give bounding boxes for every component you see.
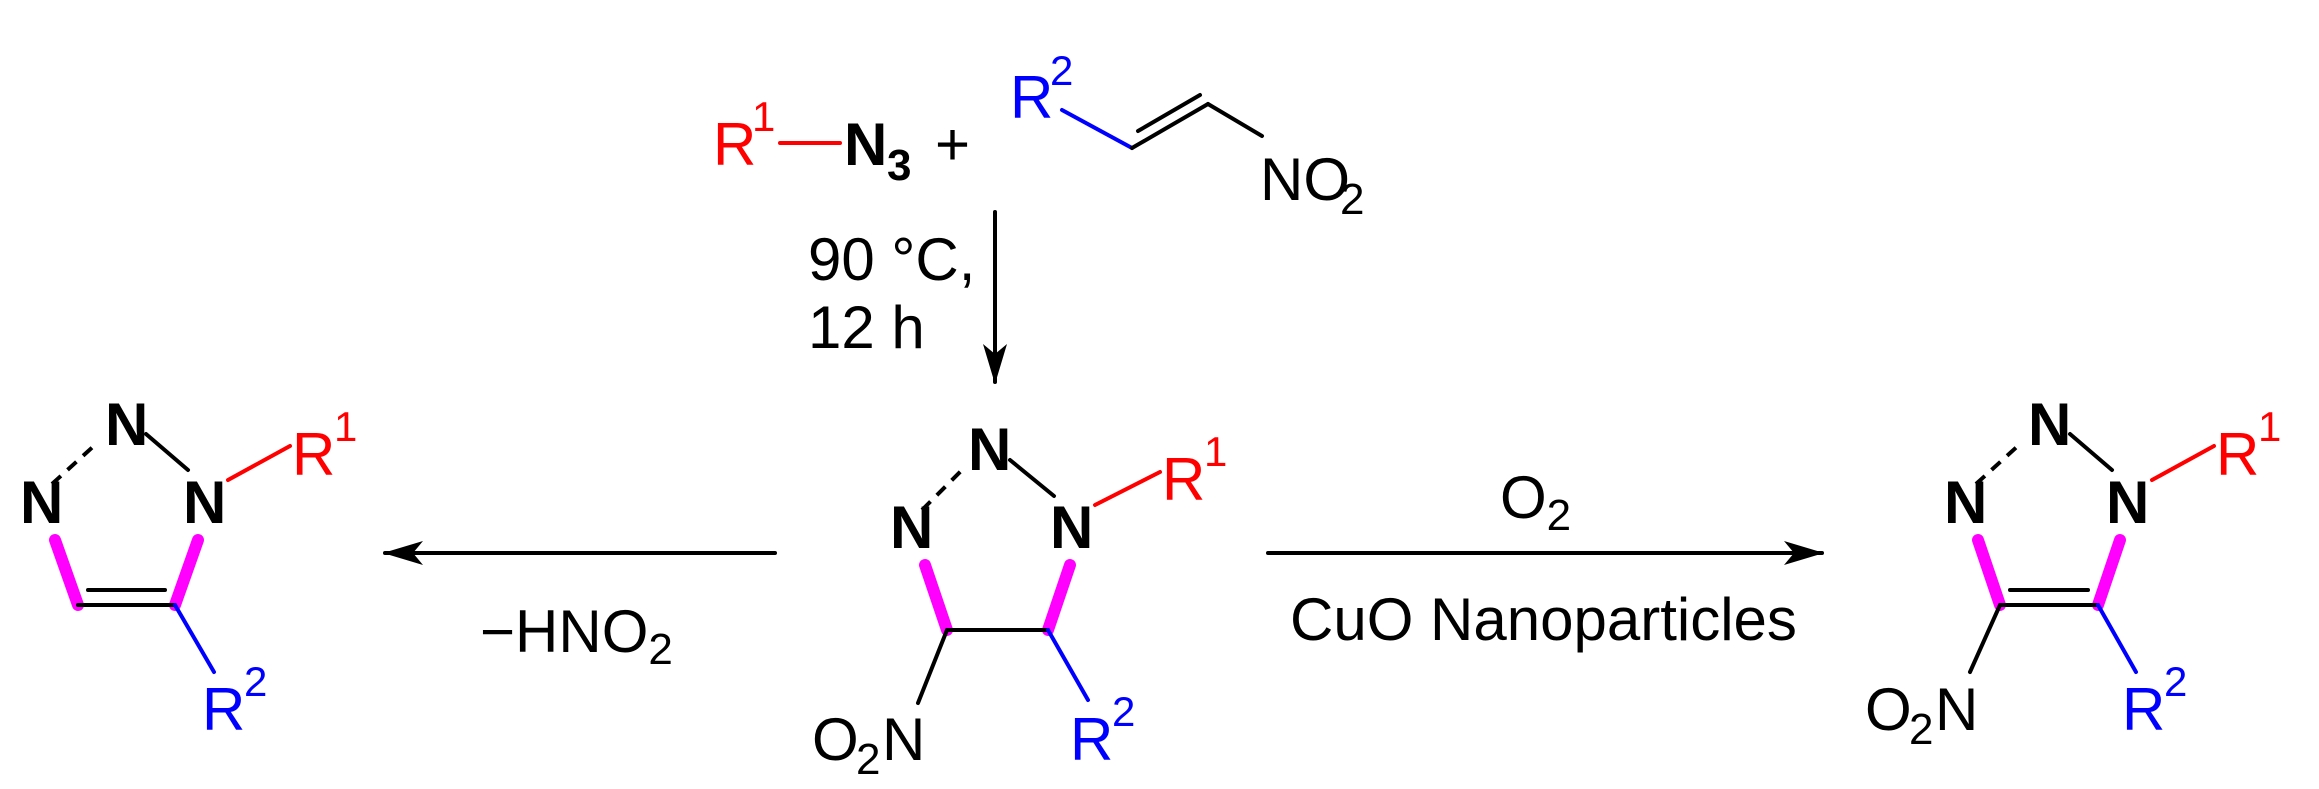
azide-r-index: 1 [752,93,775,140]
nitroalkene-no-label: NO [1260,146,1350,213]
right-r1-index: 1 [2258,403,2281,450]
azide-reactant: R 1 N 3 [713,93,911,190]
right-r2-label: R [2122,676,2165,743]
intermediate-r2-bond [1046,628,1090,702]
intermediate-nn-single [1008,458,1056,498]
intermediate-new-bond-left [919,559,953,636]
step1-arrow-group: 90 °C, 12 h [808,210,1007,384]
azide-n-label: N [844,111,887,178]
intermediate-n-right: N [1050,494,1093,561]
left-r1-bond [226,444,292,482]
intermediate-nitro-bond [916,628,949,705]
nitroalkene-no-sub: 2 [1340,175,1364,224]
alkene-bond-inner [1136,93,1202,133]
nitroalkene-reactant: R 2 NO 2 [1010,47,1364,224]
intermediate-nitro-n: N [882,706,925,773]
right-nitro-bond [1968,603,2002,674]
intermediate-r1-bond [1093,470,1162,507]
intermediate-nitro-o: O [812,706,859,773]
triazole-product-right: N N N R 1 R 2 O 2 N [1865,391,2281,754]
triazoline-intermediate: N N N R 1 R 2 O 2 N [812,416,1227,784]
left-r1-label: R [292,421,335,488]
step1-condition-time: 12 h [808,294,925,361]
step1-condition-temp: 90 °C, [808,226,975,293]
right-nn-double [1974,442,2022,486]
nitro-bond [1206,102,1264,138]
intermediate-r1-label: R [1162,446,1205,513]
intermediate-n-top: N [968,416,1011,483]
right-n-right: N [2106,469,2149,536]
right-r2-index: 2 [2164,658,2187,705]
left-nn-double [50,442,98,486]
right-nitro-n: N [1935,676,1978,743]
left-r2-bond [173,603,216,674]
left-r2-label: R [202,676,245,743]
azide-n-sub: 3 [887,141,911,190]
right-nitro-o: O [1865,676,1912,743]
left-nn-single [144,432,190,472]
nitroalkene-r-bond [1060,108,1134,150]
right-nn-single [2068,432,2114,472]
oxidation-reagent: O2 [1500,464,1571,540]
intermediate-r2-index: 2 [1112,688,1135,735]
right-r2-bond [2096,603,2138,674]
right-new-bond-left [1972,534,2006,611]
left-r2-index: 2 [244,658,267,705]
left-n-right: N [183,469,226,536]
left-n-top: N [105,391,148,458]
nitroalkene-r-label: R [1010,64,1053,131]
left-new-bond-left [49,534,84,611]
elimination-label: −HNO2 [480,598,673,674]
right-r1-label: R [2216,421,2259,488]
intermediate-r2-label: R [1070,706,1113,773]
azide-r-label: R [713,111,756,178]
intermediate-nitro-sub: 2 [856,735,880,784]
oxidation-catalyst: CuO Nanoparticles [1290,586,1797,653]
left-new-bond-right [169,534,204,611]
right-new-bond-right [2092,534,2126,611]
plus-sign: + [935,111,970,178]
left-r1-index: 1 [334,403,357,450]
right-nitro-sub: 2 [1909,705,1933,754]
right-r1-bond [2150,444,2216,482]
alkene-bond-outer [1130,102,1210,150]
intermediate-new-bond-right [1042,559,1076,636]
right-n-top: N [2028,391,2071,458]
elimination-arrow-group: −HNO2 [383,541,777,674]
intermediate-r1-index: 1 [1204,428,1227,475]
nitroalkene-r-index: 2 [1050,47,1073,94]
oxidation-arrow-group: O2 CuO Nanoparticles [1266,464,1824,653]
intermediate-nn-double [920,468,964,512]
triazole-product-left: N N N R 1 R 2 [20,391,357,743]
